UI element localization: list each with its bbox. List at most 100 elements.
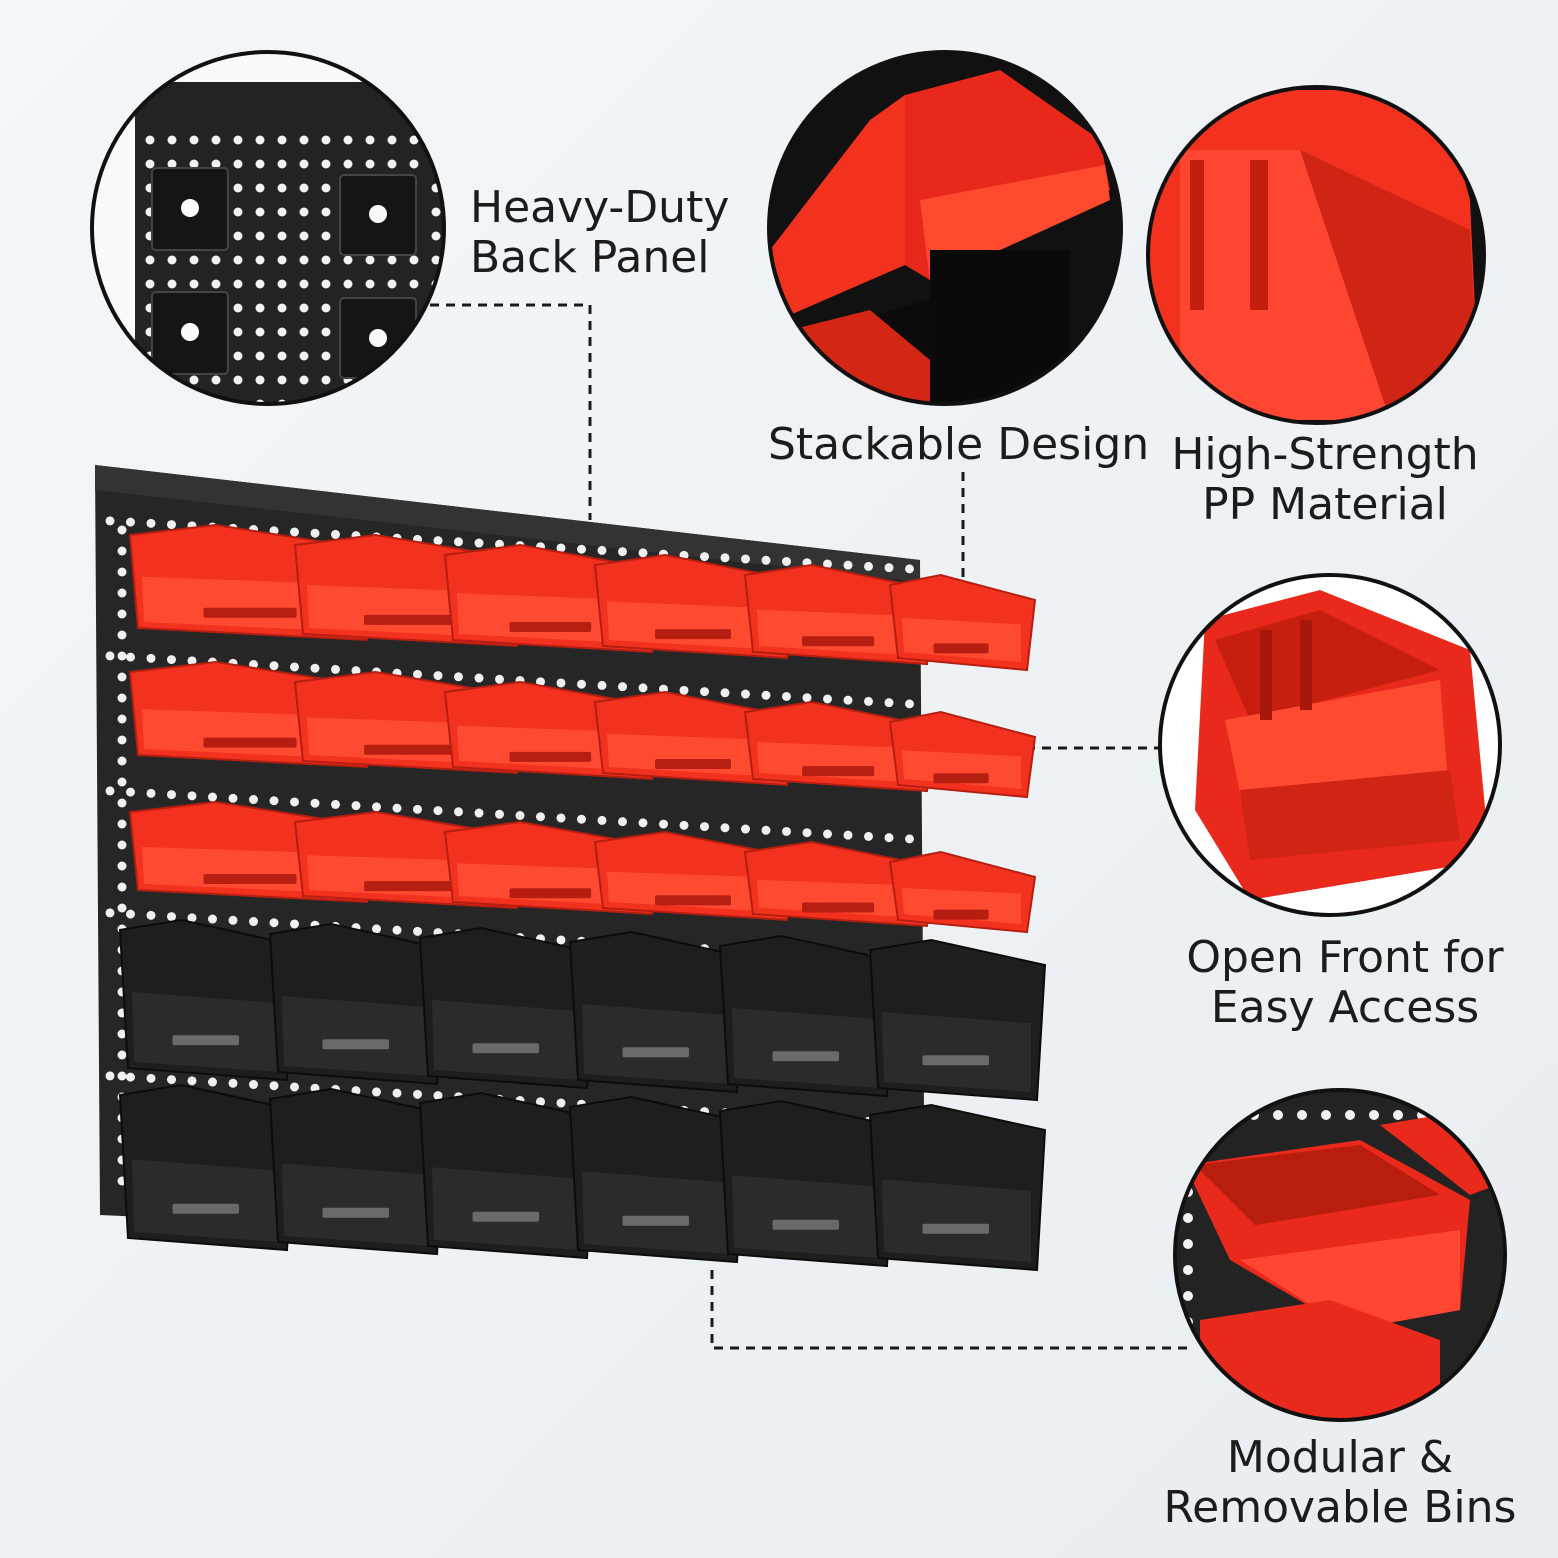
peg-hole bbox=[556, 813, 566, 823]
peg-hole bbox=[536, 1097, 545, 1107]
peg-hole bbox=[433, 536, 443, 546]
peg-hole bbox=[474, 673, 484, 683]
black-bin bbox=[118, 918, 297, 1082]
peg-hole bbox=[117, 546, 127, 556]
peg-hole bbox=[117, 567, 127, 577]
peg-hole bbox=[495, 674, 504, 684]
peg-hole bbox=[228, 793, 238, 803]
peg-hole bbox=[392, 803, 402, 813]
circle-material bbox=[1146, 85, 1486, 425]
peg-hole bbox=[167, 520, 176, 530]
peg-hole bbox=[659, 819, 668, 829]
peg-hole bbox=[638, 548, 648, 558]
peg-hole bbox=[802, 693, 812, 703]
peg-hole bbox=[290, 527, 299, 537]
peg-hole bbox=[515, 811, 525, 820]
black-bin bbox=[568, 930, 747, 1094]
peg-hole bbox=[741, 824, 750, 834]
peg-hole bbox=[146, 788, 156, 798]
peg-hole bbox=[474, 538, 484, 548]
peg-hole bbox=[823, 559, 832, 569]
peg-hole bbox=[577, 814, 586, 824]
peg-hole bbox=[331, 664, 340, 674]
peg-hole bbox=[884, 563, 894, 573]
peg-hole bbox=[413, 1089, 422, 1099]
peg-hole bbox=[638, 683, 648, 693]
storage-bins bbox=[118, 523, 1047, 1272]
peg-hole bbox=[331, 799, 340, 809]
peg-hole bbox=[269, 661, 279, 671]
label-back-panel-line1: Heavy-Duty bbox=[470, 182, 730, 233]
peg-hole bbox=[117, 714, 127, 724]
peg-hole bbox=[126, 787, 135, 797]
peg-hole bbox=[117, 756, 127, 766]
peg-hole bbox=[454, 672, 463, 682]
peg-hole bbox=[536, 677, 545, 687]
peg-hole bbox=[577, 679, 586, 689]
peg-hole bbox=[126, 909, 135, 919]
peg-hole bbox=[146, 518, 156, 528]
peg-hole bbox=[556, 543, 566, 553]
label-modular: Modular & Removable Bins bbox=[1160, 1433, 1520, 1533]
peg-hole bbox=[117, 777, 127, 787]
peg-hole bbox=[167, 1075, 176, 1085]
peg-hole bbox=[761, 690, 771, 700]
peg-hole bbox=[679, 820, 689, 830]
peg-hole bbox=[454, 807, 463, 817]
peg-hole bbox=[905, 699, 914, 709]
peg-hole bbox=[117, 798, 127, 808]
peg-hole bbox=[823, 694, 832, 704]
peg-hole bbox=[884, 833, 894, 843]
black-bin bbox=[268, 1087, 447, 1256]
peg-hole bbox=[679, 685, 689, 695]
black-bin bbox=[718, 1099, 897, 1268]
peg-hole bbox=[597, 815, 607, 825]
peg-hole bbox=[117, 1050, 127, 1060]
peg-hole bbox=[117, 693, 127, 703]
peg-hole bbox=[187, 791, 197, 801]
peg-hole bbox=[433, 806, 443, 816]
peg-hole bbox=[556, 678, 566, 688]
peg-hole bbox=[117, 1071, 127, 1081]
peg-hole bbox=[269, 796, 279, 806]
peg-hole bbox=[720, 688, 730, 698]
label-material: High-Strength PP Material bbox=[1165, 430, 1485, 530]
peg-hole bbox=[433, 1091, 443, 1101]
red-bin bbox=[888, 573, 1037, 672]
peg-hole bbox=[618, 817, 627, 827]
peg-hole bbox=[372, 1087, 381, 1097]
peg-hole bbox=[117, 609, 127, 619]
peg-hole bbox=[331, 529, 340, 539]
peg-hole bbox=[146, 1073, 156, 1083]
peg-hole bbox=[782, 556, 791, 566]
peg-hole bbox=[351, 801, 361, 811]
peg-hole bbox=[638, 818, 648, 828]
peg-hole bbox=[864, 696, 873, 706]
connector-back-panel bbox=[430, 303, 592, 520]
black-bin bbox=[718, 934, 897, 1098]
peg-hole bbox=[823, 829, 832, 839]
label-open-front-line1: Open Front for bbox=[1186, 932, 1504, 983]
peg-hole bbox=[843, 695, 853, 705]
peg-hole bbox=[372, 924, 381, 934]
peg-hole bbox=[556, 1098, 566, 1108]
peg-hole bbox=[741, 554, 750, 564]
peg-hole bbox=[597, 545, 607, 555]
circle-open-front bbox=[1158, 573, 1502, 917]
peg-hole bbox=[905, 564, 914, 574]
peg-hole bbox=[126, 652, 135, 662]
peg-hole bbox=[105, 651, 115, 661]
black-bin bbox=[118, 1083, 297, 1252]
label-material-line1: High-Strength bbox=[1171, 429, 1479, 480]
peg-hole bbox=[392, 1088, 402, 1098]
circle-back-panel bbox=[90, 50, 446, 406]
peg-hole bbox=[228, 915, 238, 925]
peg-hole bbox=[117, 882, 127, 892]
peg-hole bbox=[208, 1077, 217, 1087]
peg-hole bbox=[577, 544, 586, 554]
peg-hole bbox=[167, 790, 176, 800]
peg-hole bbox=[310, 663, 320, 673]
label-modular-line2: Removable Bins bbox=[1163, 1482, 1517, 1533]
peg-hole bbox=[720, 823, 730, 833]
